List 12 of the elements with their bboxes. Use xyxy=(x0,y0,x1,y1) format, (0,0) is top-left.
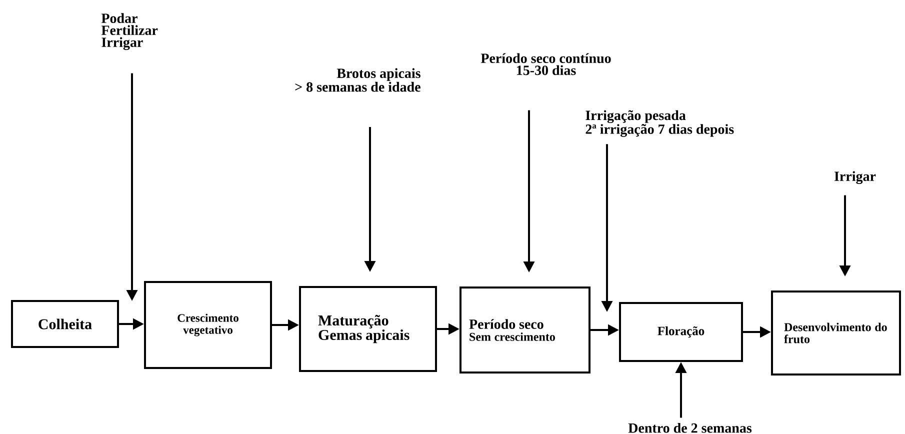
annotation-text: Período seco contínuo 15-30 dias xyxy=(480,53,611,76)
process-box: Floração xyxy=(619,302,743,362)
process-box: Maturação Gemas apicais xyxy=(299,286,437,372)
annotation-text: Brotos apicais > 8 semanas de idade xyxy=(295,68,420,92)
process-box: Desenvolvimento do fruto xyxy=(771,290,901,376)
annotation-text: Irrigação pesada 2ª irrigação 7 dias depois xyxy=(586,110,734,137)
process-box: Crescimento vegetativo xyxy=(144,281,272,369)
process-box: Período seco Sem crescimento xyxy=(460,286,590,374)
annotation-text: Dentro de 2 semanas xyxy=(628,422,752,433)
annotation-text: Podar Fertilizar Irrigar xyxy=(101,13,158,50)
annotation-text: Irrigar xyxy=(834,171,876,184)
process-box: Colheita xyxy=(11,300,119,348)
